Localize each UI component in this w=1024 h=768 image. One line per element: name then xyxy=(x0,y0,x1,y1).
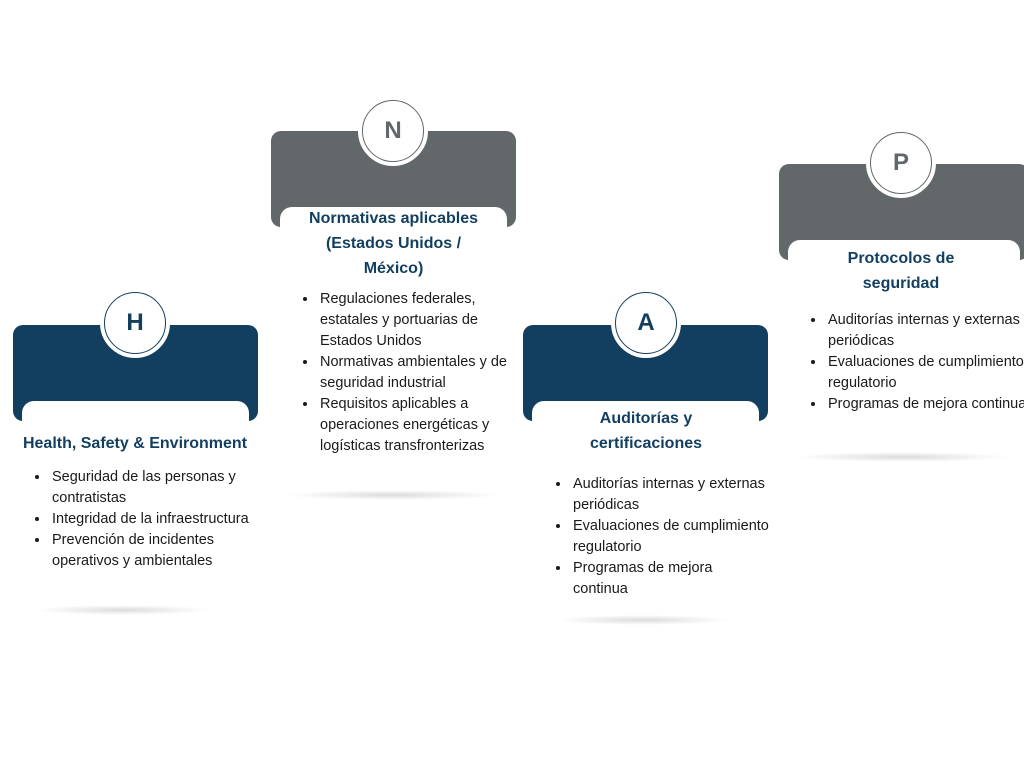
shadow xyxy=(795,452,1010,462)
list-item: Normativas ambientales y de seguridad in… xyxy=(318,352,518,394)
card-list: Regulaciones federales, estatales y port… xyxy=(300,289,518,457)
shadow xyxy=(285,490,500,500)
list-item: Seguridad de las personas y contratistas xyxy=(50,467,250,509)
card-list: Seguridad de las personas y contratistas… xyxy=(32,467,250,572)
list-item: Evaluaciones de cumplimiento regulatorio xyxy=(571,516,771,558)
list-item: Regulaciones federales, estatales y port… xyxy=(318,289,518,352)
card-title: Health, Safety & Environment xyxy=(22,435,248,452)
list-item: Auditorías internas y externas periódica… xyxy=(826,310,1024,352)
card-list: Auditorías internas y externas periódica… xyxy=(553,474,771,600)
letter-badge: A xyxy=(611,288,681,358)
list-item: Auditorías internas y externas periódica… xyxy=(571,474,771,516)
list-item: Requisitos aplicables a operaciones ener… xyxy=(318,394,518,457)
card-title: Protocolos de seguridad xyxy=(847,250,955,292)
card-title: Auditorías y certificaciones xyxy=(589,410,703,452)
list-item: Integridad de la infraestructura xyxy=(50,509,250,530)
letter-badge: N xyxy=(358,96,428,166)
letter-badge: H xyxy=(100,288,170,358)
list-item: Programas de mejora continua xyxy=(571,558,771,600)
list-item: Prevención de incidentes operativos y am… xyxy=(50,530,250,572)
shadow xyxy=(35,605,210,615)
list-item: Evaluaciones de cumplimiento regulatorio xyxy=(826,352,1024,394)
letter-badge: P xyxy=(866,128,936,198)
card-list: Auditorías internas y externas periódica… xyxy=(808,310,1024,415)
shadow xyxy=(555,615,730,625)
card-title: Normativas aplicables (Estados Unidos / … xyxy=(309,210,478,277)
list-item: Programas de mejora continua xyxy=(826,394,1024,415)
